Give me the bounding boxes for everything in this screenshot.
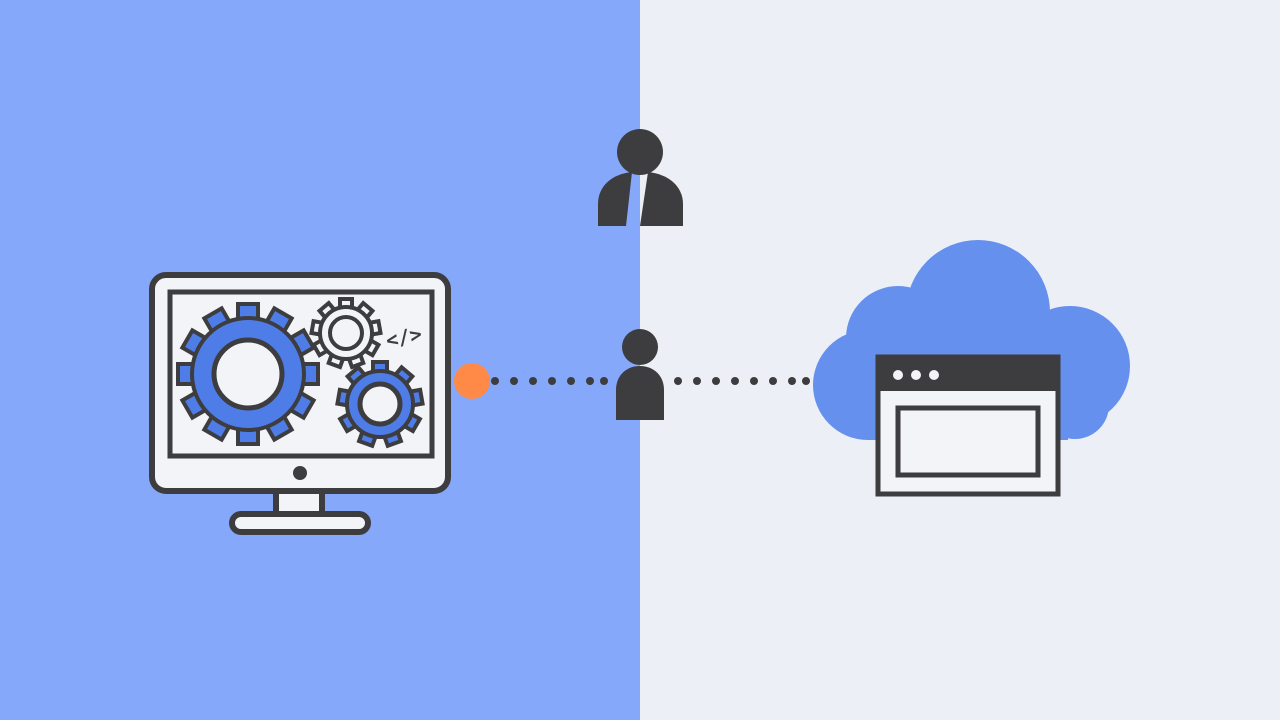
user-icon: [616, 329, 664, 420]
connector-endpoint-dot: [454, 363, 490, 399]
dotted-line-left: [491, 377, 608, 385]
dotted-line-right: [674, 377, 810, 385]
browser-window-icon: [875, 354, 1061, 497]
browser-dot: [929, 370, 939, 380]
browser-dot: [893, 370, 903, 380]
monitor-stand-base: [229, 511, 371, 535]
medium-gear-icon: [335, 360, 425, 449]
connection-line: [454, 329, 810, 420]
browser-content-area: [895, 405, 1041, 478]
browser-title-bar: [878, 357, 1058, 391]
monitor-power-dot: [293, 466, 307, 480]
split-user-icon: [598, 129, 683, 226]
desktop-monitor-icon: </>: [149, 272, 451, 535]
gears-icon: </>: [176, 297, 425, 449]
browser-dot: [911, 370, 921, 380]
large-gear-icon: [176, 302, 320, 446]
small-gear-icon: [309, 297, 383, 370]
